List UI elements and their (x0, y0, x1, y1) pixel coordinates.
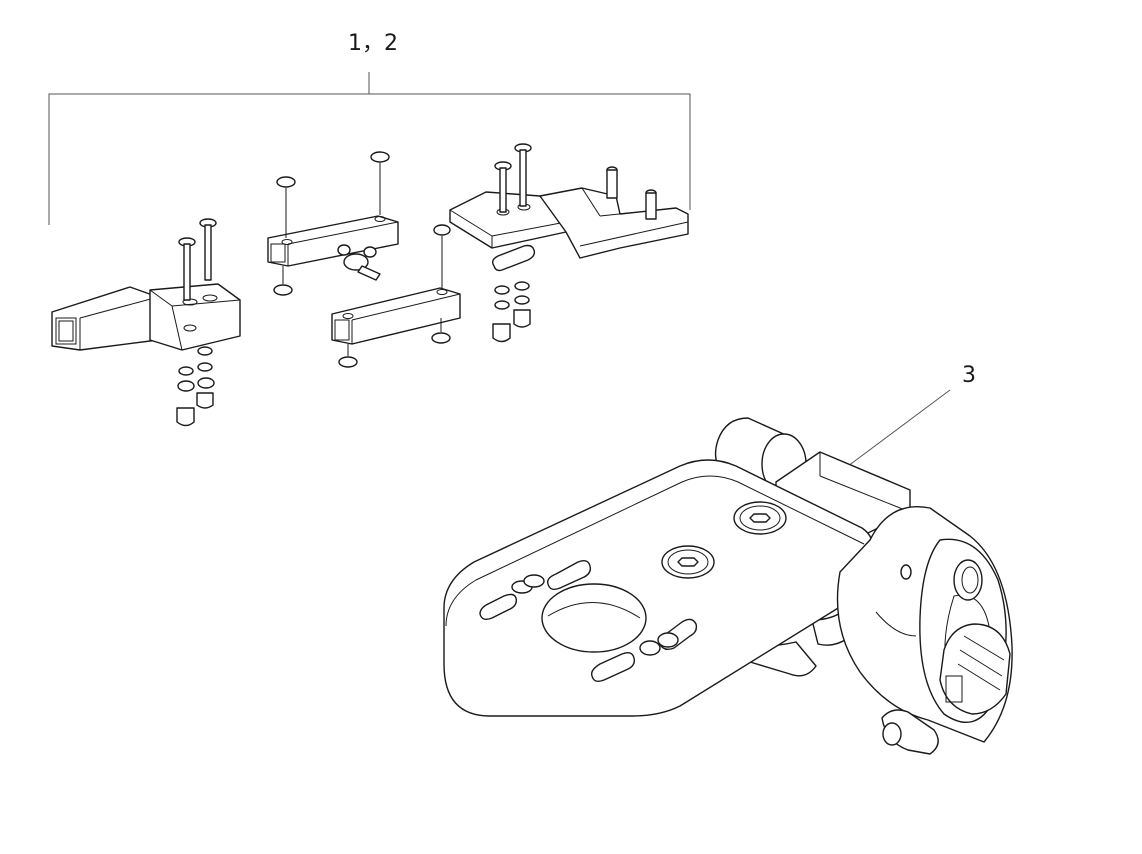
washer-right-4 (514, 295, 530, 305)
callout-label-3: 3 (962, 363, 976, 388)
washer-right-3 (494, 300, 510, 310)
hex-socket-screw-1 (661, 545, 715, 579)
center-bore (541, 583, 647, 653)
cap-nut-left-1 (196, 392, 214, 409)
callout-group-1-2: 1，2 (48, 31, 691, 225)
screw-left-1 (178, 237, 196, 301)
washer-left-4 (177, 380, 195, 392)
washer-left-2 (178, 366, 194, 376)
slot-upper (546, 559, 592, 591)
slot-left (479, 593, 518, 621)
upper-middle-tube (267, 151, 399, 296)
flange-bolt-lower-1 (433, 224, 451, 236)
washer-left-1 (197, 346, 213, 356)
bracket-1-2 (48, 93, 691, 225)
callout-label-1-2: 1，2 (348, 31, 398, 56)
flange-bolt-upper-2 (370, 151, 390, 163)
left-bracket-assembly (51, 218, 241, 427)
flange-nut-lower-1 (338, 356, 358, 368)
l-bracket-plate (149, 283, 241, 351)
washer-right-1 (494, 285, 510, 295)
clamped-tube (939, 623, 1011, 715)
flange-bolt-upper-1 (276, 176, 296, 188)
link-bar (491, 244, 536, 272)
lower-middle-tube (331, 224, 461, 368)
screw-left-2 (199, 218, 217, 281)
offset-bent-plate (539, 187, 689, 259)
clamp-mount-assembly (443, 417, 1013, 755)
wing-clamp (337, 244, 381, 281)
cap-nut-left-2 (176, 407, 195, 427)
hole-4 (657, 632, 679, 648)
locating-pin-2 (645, 189, 657, 220)
callout-part-3: 3 (831, 363, 976, 479)
hex-socket-screw-2 (733, 501, 787, 535)
cap-nut-right-1 (513, 309, 531, 328)
right-plate-bracket (449, 143, 689, 343)
clamp-knob (881, 709, 939, 755)
flange-nut-lower-2 (431, 332, 451, 344)
cap-nut-right-2 (492, 323, 511, 343)
washer-left-3 (197, 362, 213, 372)
flange-nut-upper (273, 284, 293, 296)
screw-right-1 (494, 161, 512, 213)
hole-2 (523, 574, 545, 588)
washer-left-5 (197, 377, 215, 389)
slot-bottom (590, 651, 636, 683)
screw-right-2 (514, 143, 532, 207)
leader-line-3 (831, 389, 951, 479)
washer-right-2 (514, 281, 530, 291)
locating-pin-1 (606, 166, 618, 199)
hole-3 (639, 640, 661, 656)
